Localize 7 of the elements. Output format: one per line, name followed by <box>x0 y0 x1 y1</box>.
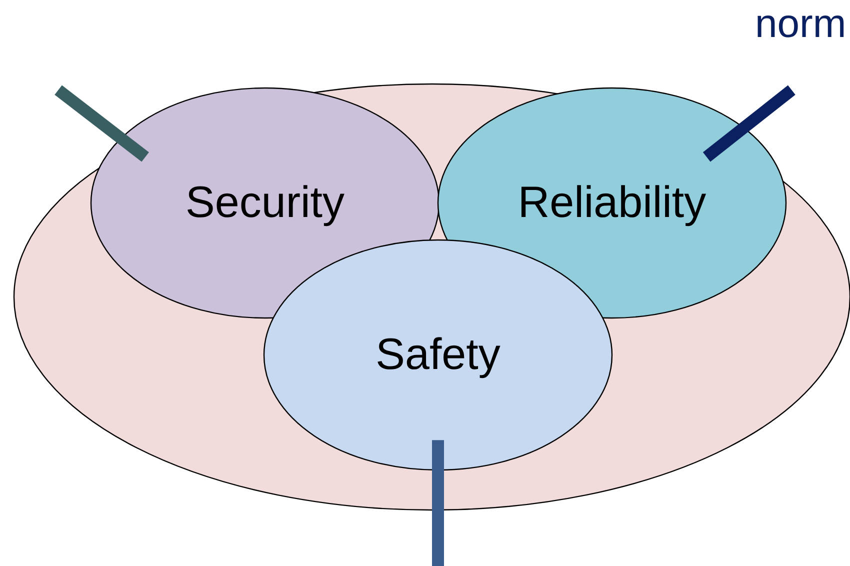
ellipse-label: Safety <box>376 330 500 380</box>
ellipse-label: Reliability <box>518 178 706 228</box>
note-text: norm <box>755 2 846 47</box>
leader-line <box>702 85 796 162</box>
leader-line <box>432 440 444 566</box>
ellipse-label: Security <box>186 178 344 228</box>
leader-line <box>54 85 149 162</box>
